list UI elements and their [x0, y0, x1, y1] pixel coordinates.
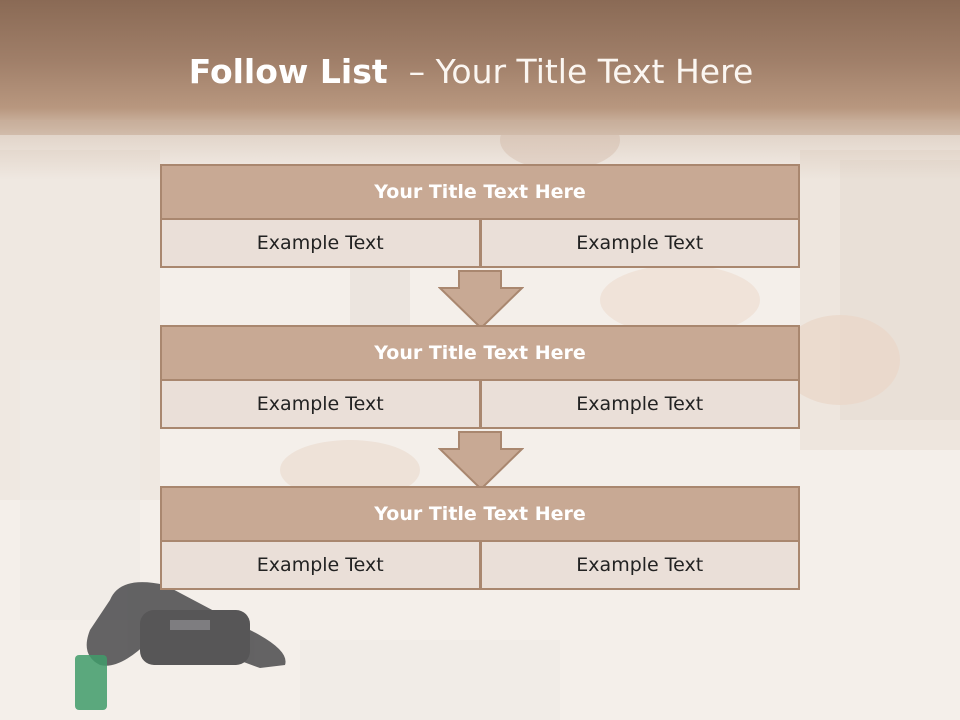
block-cell-left: Example Text [160, 381, 481, 429]
block-cell-left: Example Text [160, 220, 481, 268]
down-arrow-icon [438, 270, 524, 330]
telephone-image [86, 582, 286, 668]
slide-title: Follow List – Your Title Text Here [0, 52, 942, 91]
bottle-image [75, 655, 107, 710]
block-title: Your Title Text Here [160, 325, 800, 381]
slide-title-rest: – Your Title Text Here [387, 52, 754, 91]
list-block-3: Your Title Text Here Example Text Exampl… [160, 486, 800, 590]
block-row: Example Text Example Text [160, 220, 800, 268]
block-row: Example Text Example Text [160, 381, 800, 429]
block-row: Example Text Example Text [160, 542, 800, 590]
list-block-2: Your Title Text Here Example Text Exampl… [160, 325, 800, 429]
block-cell-left: Example Text [160, 542, 481, 590]
block-cell-right: Example Text [480, 542, 800, 590]
block-title: Your Title Text Here [160, 164, 800, 220]
block-cell-right: Example Text [480, 381, 800, 429]
header-band [0, 0, 960, 135]
block-cell-right: Example Text [480, 220, 800, 268]
block-title: Your Title Text Here [160, 486, 800, 542]
down-arrow-icon [438, 431, 524, 491]
slide-title-bold: Follow List [188, 52, 388, 91]
list-block-1: Your Title Text Here Example Text Exampl… [160, 164, 800, 268]
